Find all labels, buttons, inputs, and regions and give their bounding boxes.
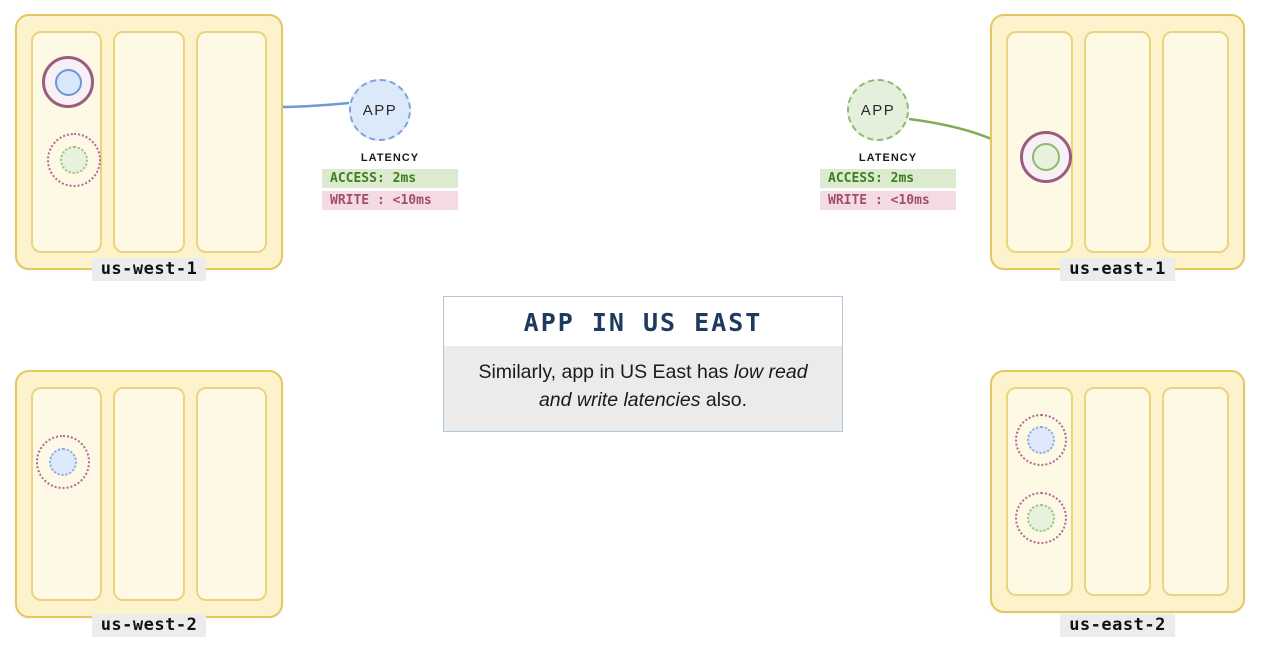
callout-box: APP IN US EAST Similarly, app in US East… <box>443 296 843 433</box>
callout-body-suffix: also. <box>700 388 748 411</box>
zone-box <box>195 387 267 601</box>
replica-core-blue-icon <box>54 68 82 96</box>
region-us-east-2 <box>990 370 1245 613</box>
callout-title: APP IN US EAST <box>444 297 842 346</box>
primary-ring-green-core-icon <box>1020 131 1072 183</box>
replica-core-green-icon <box>1027 504 1055 532</box>
latency-write-badge: WRITE : <10ms <box>322 191 458 210</box>
zone-box <box>195 31 267 253</box>
app-node-label: APP <box>860 101 896 119</box>
callout-body: Similarly, app in US East has low read a… <box>444 346 842 432</box>
region-label-text: us-east-1 <box>1060 258 1175 281</box>
latency-access-badge: ACCESS: 2ms <box>820 169 956 188</box>
latency-access-badge: ACCESS: 2ms <box>322 169 458 188</box>
dotted-ring-green-core-icon <box>1015 492 1067 544</box>
replica-core-blue-icon <box>1027 426 1055 454</box>
latency-block-west: LATENCY ACCESS: 2ms WRITE : <10ms <box>322 152 458 210</box>
callout-body-prefix: Similarly, app in US East has <box>478 361 734 383</box>
dotted-ring-green-core-icon <box>47 133 101 187</box>
zone-box <box>1162 31 1229 253</box>
region-label-text: us-east-2 <box>1060 614 1175 637</box>
zone-box <box>113 387 185 601</box>
dotted-ring-blue-core-icon <box>36 435 90 489</box>
latency-title: LATENCY <box>858 152 918 164</box>
app-node-label: APP <box>362 101 398 119</box>
region-label-text: us-west-1 <box>91 258 207 281</box>
app-node-west: APP <box>349 79 411 141</box>
replica-core-green-icon <box>1032 143 1060 171</box>
zone-box <box>1084 387 1151 596</box>
latency-write-badge: WRITE : <10ms <box>820 191 956 210</box>
primary-ring-blue-core-icon <box>42 56 94 108</box>
region-label-us-west-2: us-west-2 <box>15 614 283 637</box>
region-us-west-2 <box>15 370 283 618</box>
region-us-east-1 <box>990 14 1245 270</box>
zone-box <box>31 387 103 601</box>
callout-body-italic: low read and write latencies <box>538 361 808 411</box>
region-label-us-west-1: us-west-1 <box>15 258 283 281</box>
zone-box <box>113 31 185 253</box>
latency-block-east: LATENCY ACCESS: 2ms WRITE : <10ms <box>820 152 956 210</box>
region-us-west-1 <box>15 14 283 270</box>
zone-box <box>1162 387 1229 596</box>
latency-title: LATENCY <box>360 152 420 164</box>
region-label-us-east-1: us-east-1 <box>990 258 1245 281</box>
replica-core-blue-icon <box>49 448 77 476</box>
zone-box <box>1084 31 1151 253</box>
replica-core-green-icon <box>60 146 88 174</box>
app-node-east: APP <box>847 79 909 141</box>
region-label-text: us-west-2 <box>91 614 207 637</box>
region-label-us-east-2: us-east-2 <box>990 614 1245 637</box>
dotted-ring-blue-core-icon <box>1015 414 1067 466</box>
